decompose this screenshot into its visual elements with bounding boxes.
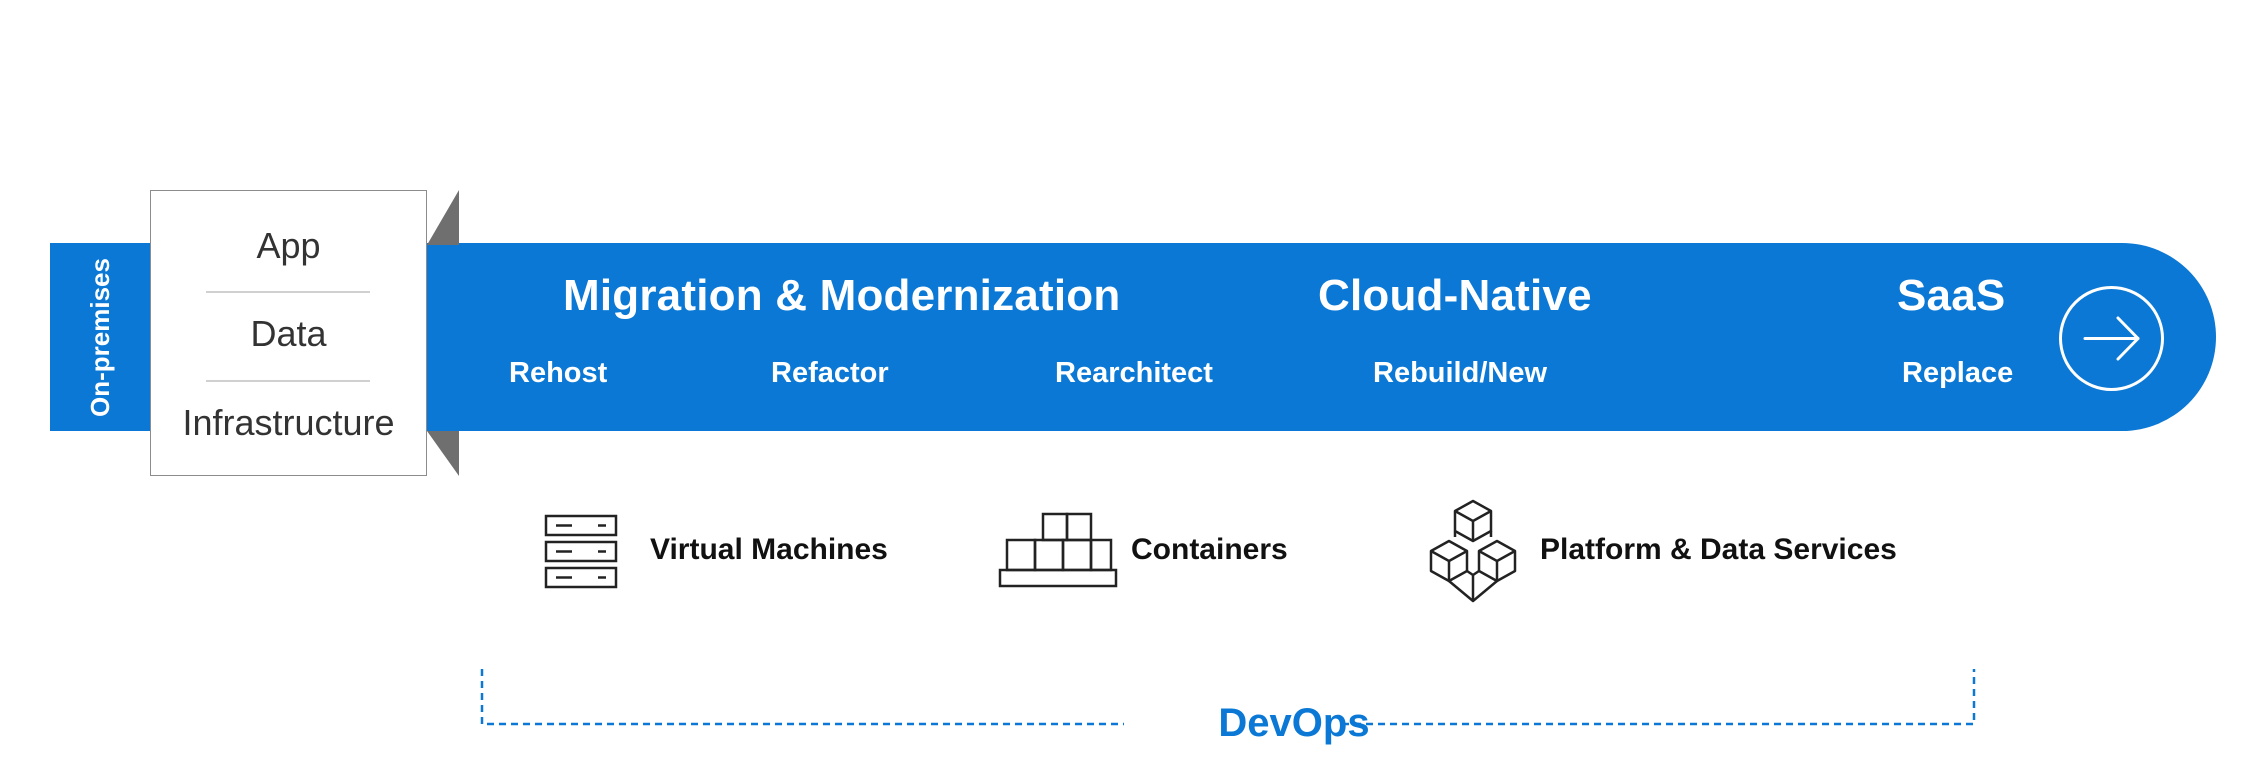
fold-shadow-bottom bbox=[427, 431, 459, 476]
arrow-right-circle-icon bbox=[2059, 286, 2164, 391]
step-rearchitect: Rearchitect bbox=[1055, 357, 1213, 389]
stack-layer-infrastructure: Infrastructure bbox=[182, 402, 395, 443]
service-virtual-machines: Virtual Machines bbox=[650, 533, 888, 566]
server-rack-icon bbox=[544, 514, 618, 589]
devops-bracket bbox=[480, 669, 1976, 726]
on-premises-label: On-premises bbox=[84, 257, 115, 417]
cubes-icon bbox=[1429, 499, 1517, 603]
on-premises-tab: On-premises bbox=[50, 243, 150, 431]
stack-divider bbox=[206, 380, 370, 382]
app-stack-card: App Data Infrastructure bbox=[150, 190, 427, 476]
step-rebuild-new: Rebuild/New bbox=[1373, 357, 1548, 389]
stack-divider bbox=[206, 291, 370, 293]
step-rehost: Rehost bbox=[509, 357, 608, 389]
devops-label: DevOps bbox=[1218, 701, 1370, 745]
step-refactor: Refactor bbox=[771, 357, 889, 389]
step-replace: Replace bbox=[1902, 357, 2014, 389]
heading-cloud-native: Cloud-Native bbox=[1318, 271, 1592, 320]
heading-migration-modernization: Migration & Modernization bbox=[563, 271, 1121, 320]
fold-shadow-top bbox=[427, 190, 459, 245]
containers-icon bbox=[998, 512, 1118, 588]
service-containers: Containers bbox=[1131, 533, 1288, 566]
service-platform-data: Platform & Data Services bbox=[1540, 533, 1897, 566]
heading-saas: SaaS bbox=[1897, 271, 2006, 320]
stack-layer-app: App bbox=[256, 225, 321, 266]
stack-layer-data: Data bbox=[250, 313, 327, 354]
